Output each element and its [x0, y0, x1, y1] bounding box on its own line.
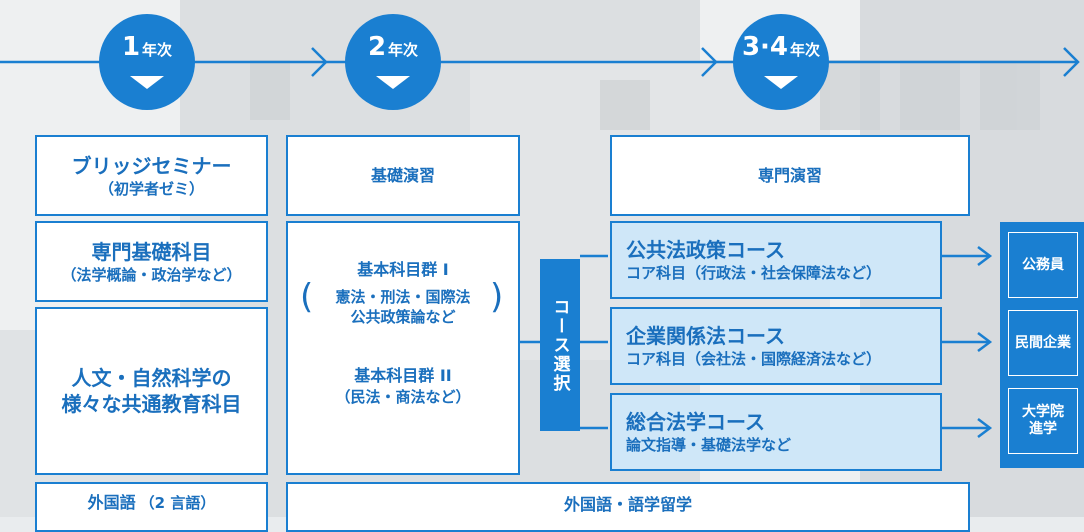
chevron-down-icon — [376, 76, 410, 89]
group1-title: 基本科目群 I — [357, 260, 449, 279]
year-1-number: 1 — [121, 32, 141, 62]
year-2-number: 2 — [367, 32, 387, 62]
chevron-down-icon — [130, 76, 164, 89]
basic-subjects-box: 基本科目群 I 憲法・刑法・国際法 公共政策論など 基本科目群 II （民法・商… — [286, 221, 520, 475]
course-general-law-title: 総合法学コース — [626, 410, 765, 434]
course-general-law-sub: 論文指導・基礎法学など — [626, 436, 792, 454]
bridge-seminar-box: ブリッジセミナー （初学者ゼミ） — [35, 135, 268, 216]
bridge-seminar-title: ブリッジセミナー — [71, 153, 232, 178]
year-34-number: 3·4 — [741, 32, 789, 62]
basic-seminar-title: 基礎演習 — [370, 165, 435, 185]
specialized-basic-title: 専門基礎科目 — [91, 239, 212, 264]
year-34-suffix: 年次 — [790, 41, 821, 59]
year-1-suffix: 年次 — [142, 41, 173, 59]
year-2-suffix: 年次 — [388, 41, 419, 59]
career-civil-servant: 公務員 — [1008, 232, 1078, 298]
language-study-abroad-title: 外国語・語学留学 — [563, 495, 692, 514]
chevron-down-icon — [764, 76, 798, 89]
course-public-law-title: 公共法政策コース — [626, 238, 785, 262]
group2-title: 基本科目群 II — [354, 366, 452, 385]
specialized-basic-sub: （法学概論・政治学など） — [61, 265, 242, 284]
year-2-badge: 2 年次 — [345, 14, 441, 110]
liberal-arts-line1: 人文・自然科学の — [71, 366, 232, 390]
course-general-law: 総合法学コース 論文指導・基礎法学など — [610, 393, 942, 471]
group1-line1: 憲法・刑法・国際法 — [335, 288, 471, 306]
foreign-language-sub: （2 言語） — [139, 494, 216, 512]
course-public-law: 公共法政策コース コア科目（行政法・社会保障法など） — [610, 221, 942, 299]
course-corporate-law-sub: コア科目（会社法・国際経済法など） — [626, 350, 882, 368]
career-panel: 公務員 民間企業 大学院 進学 — [1000, 222, 1084, 468]
right-paren-icon: ) — [490, 277, 504, 317]
career-graduate-school: 大学院 進学 — [1008, 388, 1078, 454]
course-corporate-law: 企業関係法コース コア科目（会社法・国際経済法など） — [610, 307, 942, 385]
group2-sub: （民法・商法など） — [335, 388, 471, 406]
specialized-basic-box: 専門基礎科目 （法学概論・政治学など） — [35, 221, 268, 302]
year-1-badge: 1 年次 — [99, 14, 195, 110]
foreign-language-title: 外国語 — [87, 493, 136, 512]
basic-seminar-box: 基礎演習 — [286, 135, 520, 216]
foreign-language-box: 外国語 （2 言語） — [35, 482, 268, 532]
course-public-law-sub: コア科目（行政法・社会保障法など） — [626, 264, 882, 282]
group1-line2: 公共政策論など — [350, 308, 456, 326]
liberal-arts-box: 人文・自然科学の 様々な共通教育科目 — [35, 307, 268, 475]
language-study-abroad-box: 外国語・語学留学 — [286, 482, 970, 532]
course-select-label: コース選択 — [540, 259, 580, 431]
left-paren-icon: ( — [300, 277, 314, 317]
liberal-arts-line2: 様々な共通教育科目 — [61, 392, 242, 416]
career-private-company: 民間企業 — [1008, 310, 1078, 376]
specialized-seminar-title: 専門演習 — [757, 165, 822, 185]
course-corporate-law-title: 企業関係法コース — [626, 324, 785, 348]
specialized-seminar-box: 専門演習 — [610, 135, 970, 216]
year-34-badge: 3·4 年次 — [733, 14, 829, 110]
bridge-seminar-sub: （初学者ゼミ） — [98, 179, 204, 198]
